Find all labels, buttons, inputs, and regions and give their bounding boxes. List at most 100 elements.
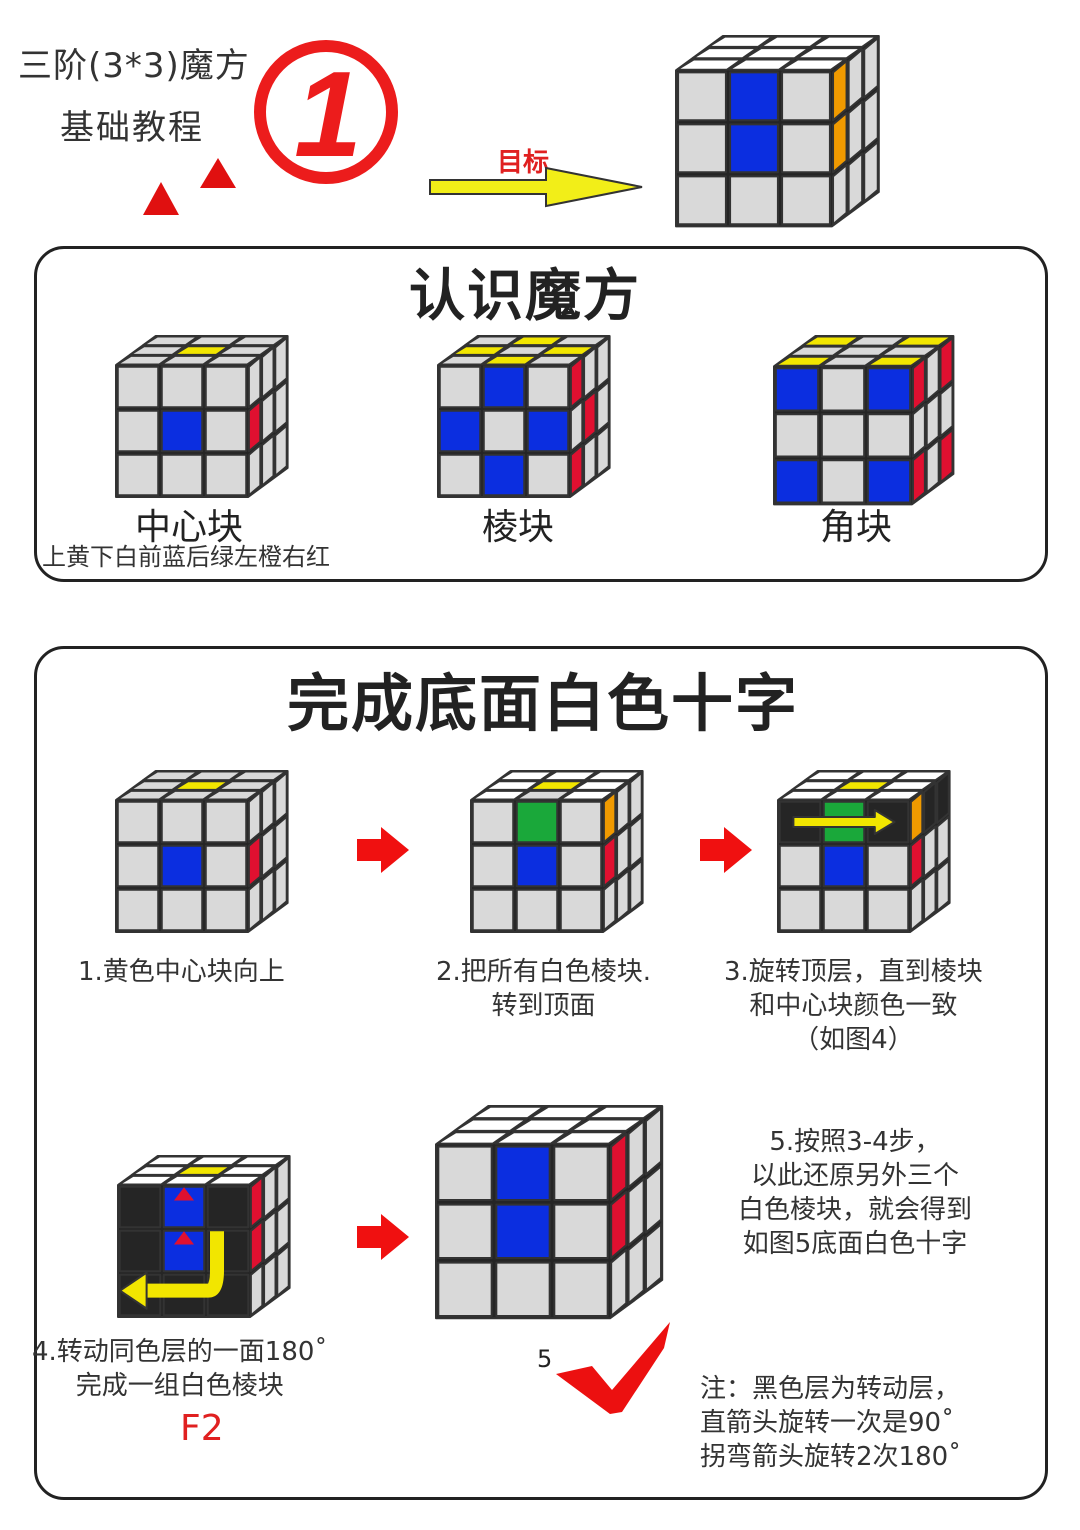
cube-step2 [470, 770, 644, 934]
cube-front-sticker [822, 888, 866, 932]
cube-top-sticker [142, 335, 199, 347]
cube-right-sticker [627, 1178, 645, 1247]
cube-right-sticker [274, 771, 288, 824]
cube-front-sticker [526, 409, 570, 453]
cube-front-sticker [677, 175, 727, 226]
cube-front-sticker [553, 1261, 609, 1317]
cube-front-sticker [774, 459, 820, 504]
cube-step4 [117, 1155, 291, 1319]
cube-front-sticker [438, 453, 482, 497]
cube-right-sticker [610, 1190, 628, 1259]
cube-right-sticker [610, 1132, 628, 1201]
cube-right-sticker [847, 152, 864, 214]
step4-formula: F2 [180, 1408, 224, 1449]
cube-front-sticker [204, 888, 248, 932]
cube-front-sticker [206, 1185, 250, 1229]
cube-right-sticker [832, 111, 848, 174]
cube-top-sticker [453, 1118, 528, 1132]
cube-right-sticker [847, 48, 864, 110]
step5-text: 5.按照3-4步，以此还原另外三个白色棱块，就会得到如图5底面白色十字 [738, 1127, 973, 1259]
cube-right-sticker [249, 1176, 264, 1229]
cube-top-sticker [115, 354, 173, 366]
cube-right-sticker [276, 1156, 290, 1209]
cube-right-sticker [569, 400, 584, 453]
cube-front-sticker [471, 888, 515, 932]
cube-front-sticker [118, 1229, 162, 1273]
arrow-right-icon [429, 166, 643, 208]
cube-top-sticker [821, 789, 879, 801]
cube-right-sticker [847, 100, 864, 162]
cube-top-sticker [835, 780, 892, 791]
cube-front-sticker [729, 71, 779, 122]
cube-top-sticker [115, 789, 173, 801]
cube-top-sticker [203, 354, 261, 366]
cube-top-sticker [497, 770, 554, 782]
cube-right-sticker [610, 1248, 628, 1317]
arrow-right-icon [357, 1214, 409, 1260]
cube-top-sticker [129, 345, 186, 356]
cube-right-sticker [261, 781, 275, 834]
cube-right-sticker [569, 356, 584, 409]
cube-top-sticker [676, 58, 743, 71]
cube-front-sticker [438, 365, 482, 409]
step1-text: 1.黄色中心块向上 [78, 957, 285, 987]
cube-front-sticker [526, 365, 570, 409]
cube-top-sticker [552, 1131, 627, 1145]
cube-front-sticker [866, 367, 912, 412]
cube-top-sticker [773, 355, 833, 367]
cube-top-sticker [173, 780, 230, 791]
cube-right-sticker [863, 141, 879, 203]
cube-top-sticker [801, 335, 861, 347]
checkmark-icon [556, 1322, 670, 1414]
cube-front-sticker [559, 844, 603, 888]
triangle-icon [174, 1231, 194, 1245]
u-turn-arrow-icon [142, 1231, 224, 1298]
cube-right-sticker [616, 781, 630, 834]
cube-top-sticker [217, 345, 274, 356]
cube-right-sticker [247, 835, 262, 888]
cube-right-sticker [274, 815, 288, 868]
cube-front-sticker [866, 459, 912, 504]
cube-right-sticker [247, 444, 262, 497]
cube-top-sticker [219, 1165, 276, 1176]
cube-right-sticker [263, 1166, 277, 1219]
cube-front-sticker [204, 844, 248, 888]
cube-front-sticker [438, 409, 482, 453]
cube-top-sticker [833, 345, 893, 357]
cube-right-sticker [909, 791, 924, 844]
cube-front-sticker [204, 365, 248, 409]
cube-front-sticker [162, 1185, 206, 1229]
cube-top-sticker [780, 58, 847, 71]
cube-top-sticker [470, 1105, 545, 1120]
cube-front-sticker [553, 1145, 609, 1201]
cube-right-sticker [596, 424, 610, 477]
arrow-right-icon [792, 809, 896, 836]
cube-right-sticker [583, 434, 597, 487]
cube-front-sticker [162, 1229, 206, 1273]
cube-right-sticker [247, 356, 262, 409]
cube-front-sticker [116, 365, 160, 409]
target-label: 目标 [497, 148, 550, 178]
cube-right-sticker [602, 879, 617, 932]
cube-right-sticker [644, 1223, 663, 1292]
cube-top-sticker [175, 1165, 232, 1176]
cube-front-sticker [559, 800, 603, 844]
cube-right-sticker [263, 1254, 277, 1307]
u-turn-arrow-head [119, 1271, 148, 1310]
cube-right-sticker [261, 825, 275, 878]
cube-front-sticker [866, 844, 910, 888]
cube-right-sticker [939, 382, 954, 438]
cube-right-sticker [629, 859, 643, 912]
arrow-right-icon [700, 827, 752, 873]
cube-right-sticker [939, 428, 954, 484]
cube-top-sticker [484, 780, 541, 791]
cube-right-sticker [832, 163, 848, 226]
cube-top-sticker [495, 345, 552, 356]
cube-right-sticker [276, 1244, 290, 1297]
cube-top-sticker [514, 789, 572, 801]
cube-right-sticker [274, 380, 288, 433]
cube-right-sticker [911, 403, 926, 458]
cube-right-sticker [863, 89, 879, 151]
cube-front-sticker [774, 413, 820, 458]
cube-target [675, 35, 880, 228]
